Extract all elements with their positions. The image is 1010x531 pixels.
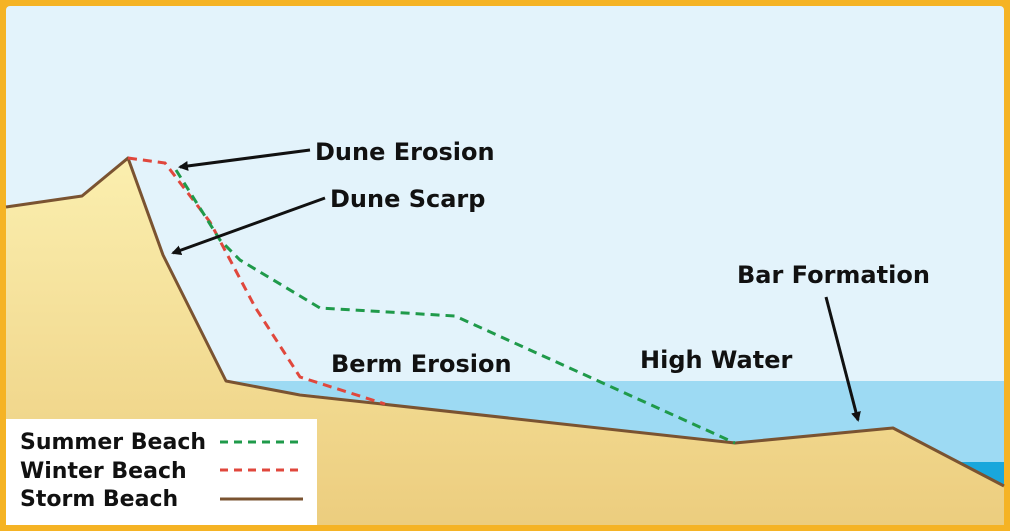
legend-storm-label: Storm Beach [20, 487, 178, 512]
legend-winter-label: Winter Beach [20, 459, 187, 484]
summer-beach-profile [174, 169, 736, 445]
bar-formation-arrow [824, 296, 861, 422]
berm-erosion-label: Berm Erosion [331, 350, 512, 378]
high-water-body [200, 381, 1004, 486]
legend-box [6, 419, 317, 525]
dune-erosion-label: Dune Erosion [315, 138, 495, 166]
bar-formation-label: Bar Formation [737, 261, 930, 289]
dune-scarp-arrow [171, 196, 326, 255]
winter-beach-profile [127, 156, 386, 406]
legend-summer-label: Summer Beach [20, 430, 206, 455]
legend: Summer Beach Winter Beach Storm Beach [6, 419, 317, 525]
high-water-label: High Water [640, 346, 792, 374]
dune-erosion-arrow [178, 148, 311, 171]
dune-scarp-label: Dune Scarp [330, 185, 485, 213]
storm-beach-profile [5, 156, 1005, 488]
